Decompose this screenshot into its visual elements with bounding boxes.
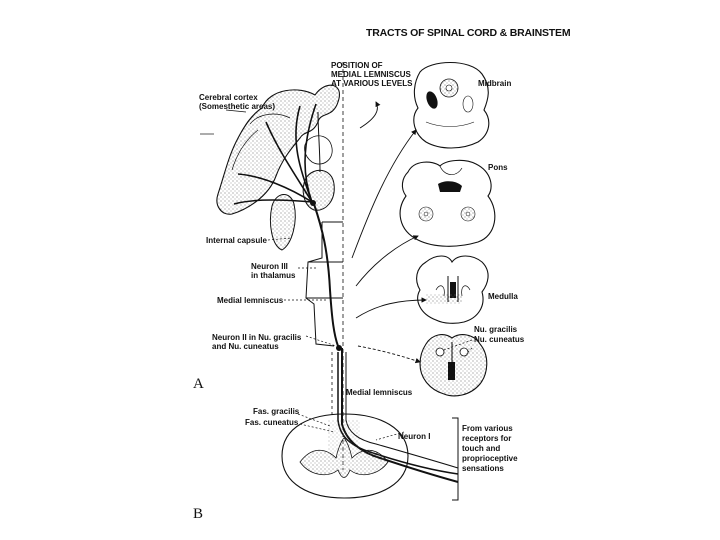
lentiform-nucleus — [269, 194, 296, 251]
panel-label-b: B — [193, 506, 204, 522]
diagram-title: TRACTS OF SPINAL CORD & BRAINSTEM — [366, 27, 571, 39]
cortex-label-line2: (Somesthetic areas) — [199, 102, 276, 111]
neuron3-label-line2: in thalamus — [251, 271, 296, 280]
neuron2-label-line1: Neuron II in Nu. gracilis — [212, 333, 302, 342]
caudate-nucleus — [304, 135, 333, 165]
position-label-line2: MEDIAL LEMNISCUS — [331, 70, 411, 79]
brainstem-outline — [305, 111, 343, 347]
midbrain-section — [413, 62, 490, 149]
spinal-cord-section — [281, 413, 409, 499]
medial-lemniscus-bottom-label: Medial lemniscus — [346, 388, 413, 397]
level-arrows — [351, 101, 427, 364]
gracilis-neuron-body — [336, 345, 342, 351]
lower-medulla-section — [419, 334, 488, 397]
receptors-label-line1: From various — [462, 424, 513, 433]
midbrain-label: Midbrain — [478, 79, 512, 88]
receptors-label-line2: receptors for — [462, 434, 512, 443]
fas-cuneatus-label: Fas. cuneatus — [245, 418, 299, 427]
position-label-line3: AT VARIOUS LEVELS — [331, 79, 413, 88]
cortex-label-line1: Cerebral cortex — [199, 93, 258, 102]
pons-section — [399, 159, 496, 247]
medial-lemniscus-tract — [313, 203, 339, 347]
neuron1-label: Neuron I — [398, 432, 431, 441]
pons-label: Pons — [488, 163, 508, 172]
medulla-label: Medulla — [488, 292, 518, 301]
receptors-label-line3: touch and — [462, 444, 501, 453]
cerebral-cortex — [216, 84, 340, 215]
thalamus-neuron-body — [310, 200, 316, 206]
receptors-label-line5: sensations — [462, 464, 504, 473]
nu-cuneatus-label: Nu. cuneatus — [474, 335, 525, 344]
internal-capsule-label: Internal capsule — [206, 236, 267, 245]
position-label-line1: POSITION OF — [331, 61, 383, 70]
nu-gracilis-label: Nu. gracilis — [474, 325, 518, 334]
fas-gracilis-label: Fas. gracilis — [253, 407, 300, 416]
neuron3-label-line1: Neuron III — [251, 262, 288, 271]
neuron2-label-line2: and Nu. cuneatus — [212, 342, 279, 351]
receptors-label-line4: proprioceptive — [462, 454, 518, 463]
thalamocortical-fibers — [233, 103, 317, 205]
leader-lines — [200, 109, 473, 441]
medulla-section — [416, 255, 489, 324]
receptor-bracket — [452, 417, 459, 501]
medial-lemniscus-left-label: Medial lemniscus — [217, 296, 284, 305]
panel-label-a: A — [193, 376, 204, 392]
